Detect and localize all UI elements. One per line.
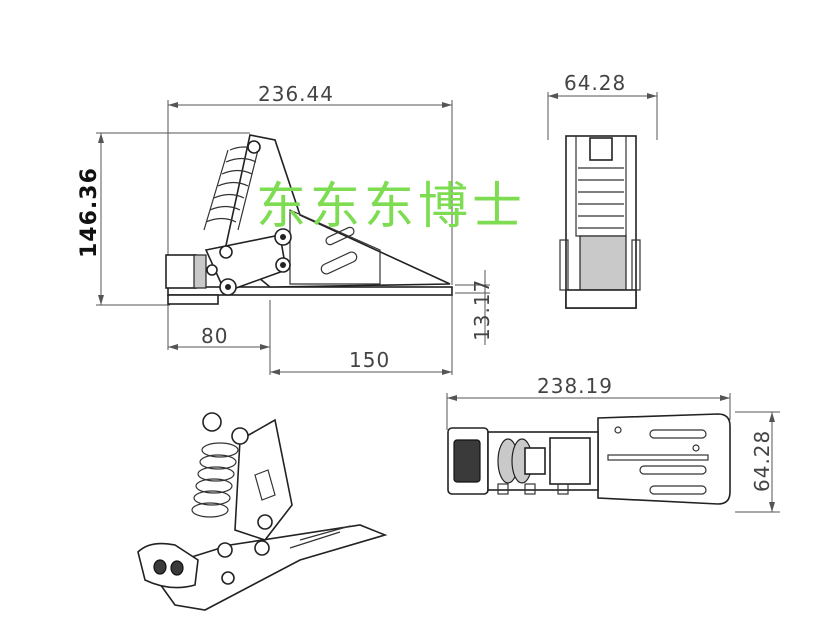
rear-block — [165, 254, 197, 289]
dim-150: 150 — [349, 348, 390, 372]
iso-arm — [234, 418, 293, 541]
dim-13-17: 13.17 — [470, 279, 494, 341]
isometric-view — [137, 412, 388, 611]
dim-236-44: 236.44 — [258, 82, 334, 106]
dim-80: 80 — [201, 324, 228, 348]
watermark-text: 东东东博士 — [256, 177, 526, 235]
top-view: 238.19 64.28 — [446, 374, 780, 513]
base-foot — [167, 294, 219, 305]
top-plate — [597, 413, 731, 505]
front-base — [565, 289, 637, 309]
pivot-top — [247, 140, 261, 154]
iso-base-plate — [148, 524, 388, 611]
side-view: 236.44 146.36 80 150 13.17 — [77, 82, 494, 375]
dim-64-28-top: 64.28 — [750, 430, 774, 492]
front-clevis — [589, 137, 613, 161]
dim-238-19: 238.19 — [537, 374, 613, 398]
dim-146-36: 146.36 — [77, 167, 102, 258]
front-view: 64.28 — [547, 71, 658, 309]
iso-spring — [191, 442, 239, 518]
iso-rear-block — [137, 542, 199, 589]
iso-top-pivot — [202, 412, 222, 432]
base-plate — [167, 286, 453, 296]
dim-64-28-front: 64.28 — [564, 71, 626, 95]
spring — [203, 146, 259, 231]
